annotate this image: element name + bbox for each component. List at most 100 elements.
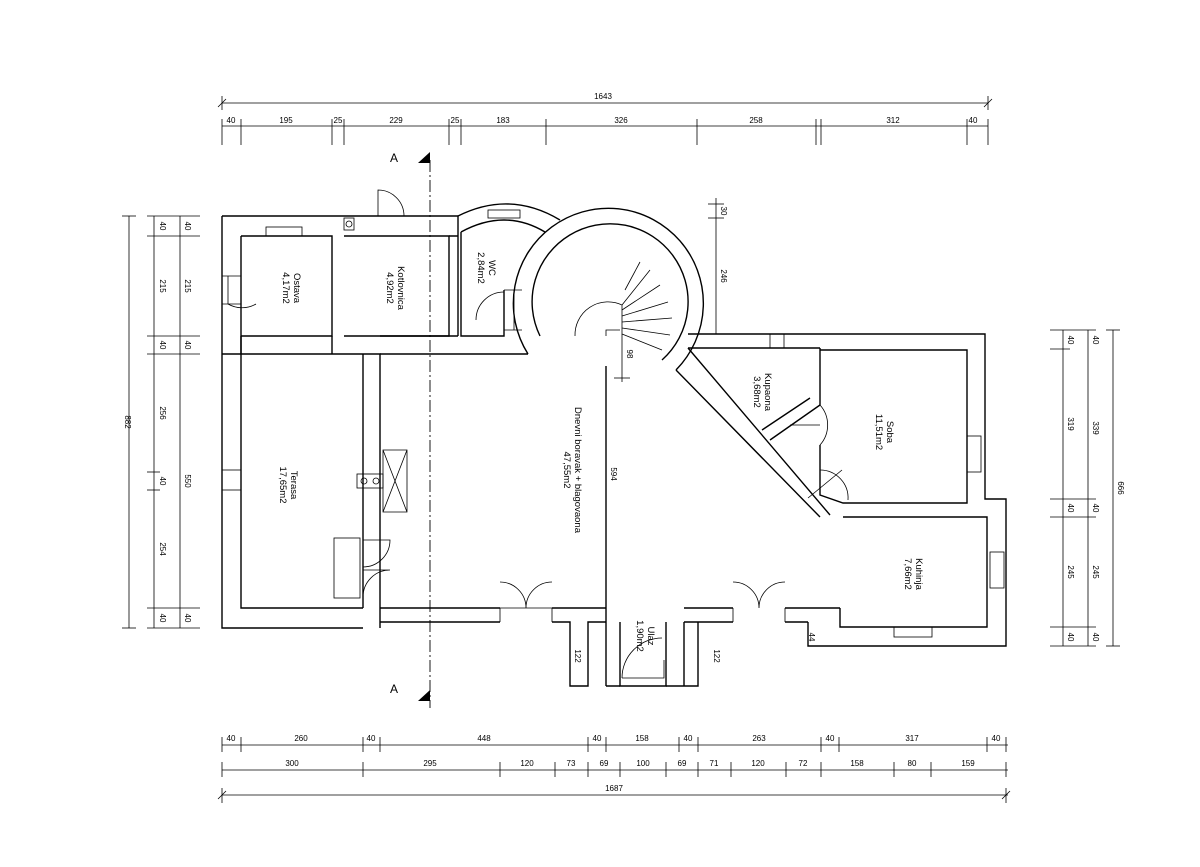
dim-bottom1-10: 317 (905, 734, 919, 743)
section-mark-top: A (390, 151, 398, 165)
dim-entry-left: 122 (573, 649, 582, 663)
dim-entry-right: 122 (712, 649, 721, 663)
dim-right-inner-5: 40 (1066, 633, 1075, 642)
dim-bottom1-7: 40 (684, 734, 693, 743)
room-ulaz-area: 1,90m2 (634, 620, 645, 652)
left-dimensions: 882 40 215 40 256 40 254 40 40 215 40 55… (122, 215, 200, 629)
dim-bottom1-2: 260 (294, 734, 308, 743)
dim-bottom1-11: 40 (992, 734, 1001, 743)
dim-bottom2-1: 300 (285, 759, 299, 768)
dim-middle-wall: 594 (609, 467, 618, 481)
dim-left-inner-3: 40 (158, 341, 167, 350)
room-ulaz-name: Ulaz (645, 626, 656, 645)
dim-right-total: 666 (1116, 481, 1125, 495)
dim-bottom2-13: 159 (961, 759, 975, 768)
dim-right-outer-5: 40 (1091, 633, 1100, 642)
dim-bottom-total: 1687 (605, 784, 623, 793)
room-kupaona-area: 3,68m2 (751, 376, 762, 408)
left-ticks (147, 215, 200, 629)
dim-right-outer-1: 40 (1091, 336, 1100, 345)
dim-stair-b: 246 (719, 269, 728, 283)
section-line-a: A A (390, 151, 431, 708)
dim-left-outer-1: 40 (183, 222, 192, 231)
dim-left-total: 882 (123, 415, 132, 429)
section-mark-bottom: A (390, 682, 398, 696)
dim-left-outer-2: 215 (183, 279, 192, 293)
room-terasa-area: 17,65m2 (277, 467, 288, 504)
dim-left-outer-5: 40 (183, 614, 192, 623)
dim-bottom1-6: 158 (635, 734, 649, 743)
dim-left-inner-6: 254 (158, 542, 167, 556)
dim-right-outer-2: 339 (1091, 421, 1100, 435)
dim-top-total: 1643 (594, 92, 612, 101)
right-dimensions: 40 319 40 245 40 40 339 40 245 40 666 (1050, 329, 1125, 647)
dim-bottom1-3: 40 (367, 734, 376, 743)
room-soba-name: Soba (884, 421, 895, 444)
dim-stair-c: 98 (625, 350, 634, 359)
dim-top-8: 258 (749, 116, 763, 125)
dim-left-inner-4: 256 (158, 406, 167, 420)
room-soba-area: 11,51m2 (873, 414, 884, 450)
dim-bottom1-8: 263 (752, 734, 766, 743)
dim-top-5: 25 (451, 116, 460, 125)
room-kuhinja-area: 7,66m2 (902, 558, 913, 590)
dim-stair-a: 30 (719, 207, 728, 216)
dim-right-outer-4: 245 (1091, 565, 1100, 579)
dim-bottom2-5: 69 (600, 759, 609, 768)
dim-top-10: 40 (969, 116, 978, 125)
room-ostava-name: Ostava (291, 273, 302, 304)
dim-bottom2-11: 158 (850, 759, 864, 768)
dim-bottom1-4: 448 (477, 734, 491, 743)
room-kotlovnica-name: Kotlovnica (395, 266, 406, 311)
walls (221, 203, 1007, 687)
dim-bottom2-4: 73 (567, 759, 576, 768)
dim-left-inner-5: 40 (158, 477, 167, 486)
room-wc-area: 2,84m2 (475, 252, 486, 284)
dim-bottom1-1: 40 (227, 734, 236, 743)
doors (221, 189, 1005, 679)
dim-right-inner-2: 319 (1066, 417, 1075, 431)
dim-top-6: 183 (496, 116, 510, 125)
dim-bottom1-9: 40 (826, 734, 835, 743)
dim-left-outer-3: 40 (183, 341, 192, 350)
right-ticks (1050, 329, 1096, 647)
room-terasa-name: Terasa (288, 471, 299, 500)
dim-top-3: 25 (334, 116, 343, 125)
dim-bottom2-7: 69 (678, 759, 687, 768)
room-ostava-area: 4,17m2 (280, 272, 291, 304)
stair-dimensions: 30 246 98 594 122 122 44 (573, 198, 816, 663)
dim-left-inner-1: 40 (158, 222, 167, 231)
room-dnevni-name: Dnevni boravak + blagovaona (572, 407, 583, 534)
dim-right-inner-1: 40 (1066, 336, 1075, 345)
room-kupaona-name: Kupaona (762, 373, 773, 412)
dim-bottom1-5: 40 (593, 734, 602, 743)
dim-bottom2-2: 295 (423, 759, 437, 768)
dim-bottom2-3: 120 (520, 759, 534, 768)
dim-bottom2-8: 71 (710, 759, 719, 768)
dim-top-9: 312 (886, 116, 900, 125)
dim-bottom2-10: 72 (799, 759, 808, 768)
room-kuhinja-name: Kuhinja (913, 558, 924, 590)
bottom-ticks-2 (221, 762, 1007, 777)
dim-left-outer-4: 550 (183, 474, 192, 488)
dim-bottom2-12: 80 (908, 759, 917, 768)
dim-top-7: 326 (614, 116, 628, 125)
dim-kitchen-corner: 44 (807, 633, 816, 642)
spiral-stair (504, 207, 705, 371)
room-kotlovnica-area: 4,92m2 (384, 272, 395, 304)
dim-right-outer-3: 40 (1091, 504, 1100, 513)
dim-bottom2-9: 120 (751, 759, 765, 768)
dim-left-inner-7: 40 (158, 614, 167, 623)
bottom-dimensions: 40 260 40 448 40 158 40 263 40 317 40 30… (217, 734, 1011, 803)
dim-right-inner-4: 245 (1066, 565, 1075, 579)
dim-top-4: 229 (389, 116, 403, 125)
dim-left-inner-2: 215 (158, 279, 167, 293)
room-dnevni-area: 47,55m2 (561, 452, 572, 489)
dim-right-inner-3: 40 (1066, 504, 1075, 513)
top-dimensions: 1643 40 195 25 229 25 183 326 258 312 40 (217, 92, 993, 145)
dim-top-1: 40 (227, 116, 236, 125)
bottom-ticks-1 (221, 737, 1007, 752)
dim-bottom2-6: 100 (636, 759, 650, 768)
top-ticks (221, 119, 989, 145)
